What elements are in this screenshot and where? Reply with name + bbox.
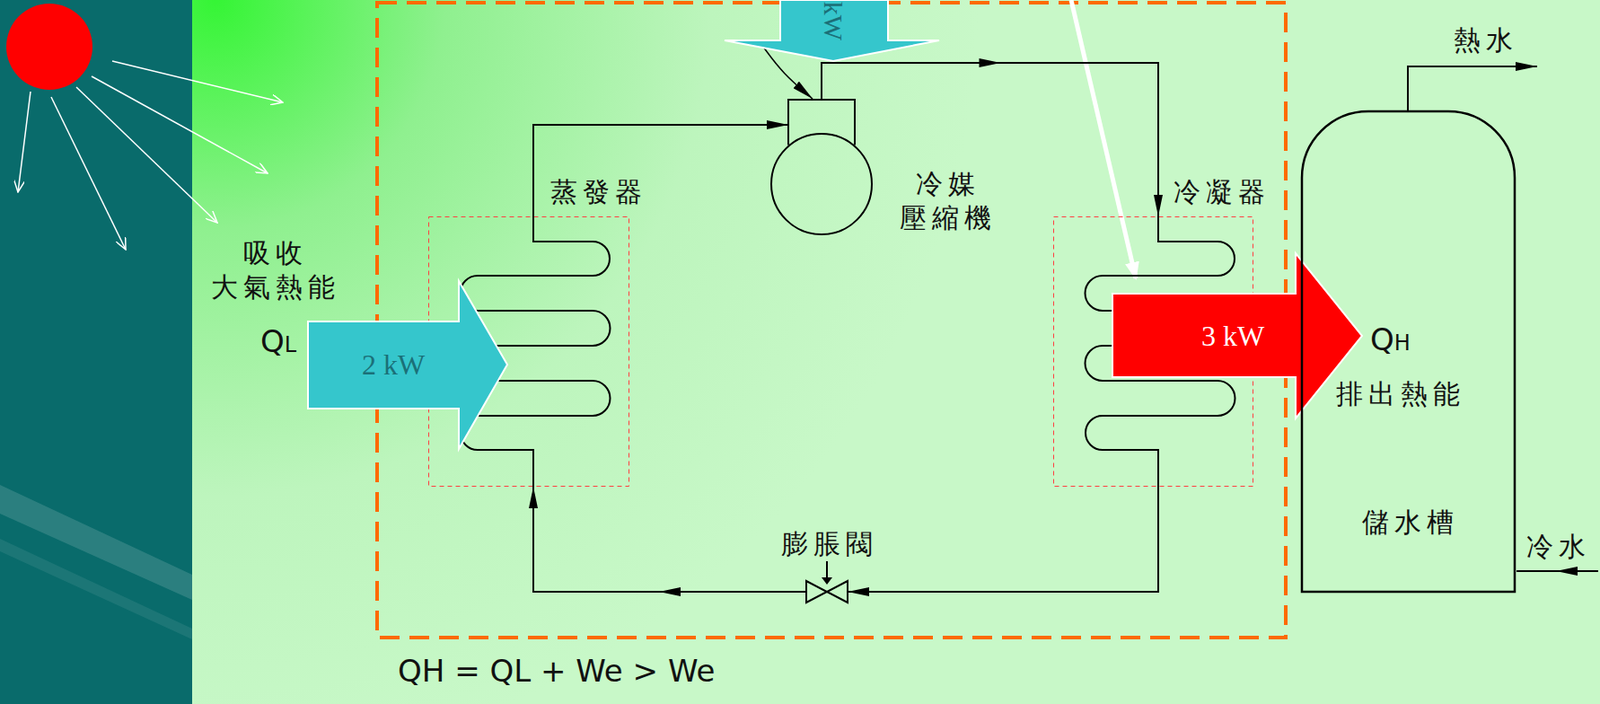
node-text: 3 kW [1201, 320, 1265, 352]
heat-out-arrow [1112, 253, 1363, 419]
refrigerant-pipe [533, 124, 789, 217]
heat-out-arrow: 3 kW [1112, 253, 1363, 419]
node-text: 冷凝器 [1173, 175, 1271, 210]
sun-rays [17, 61, 283, 250]
valve-stem-head [821, 577, 833, 585]
valve-symbol [806, 580, 827, 603]
compressor-neck [788, 99, 855, 146]
note: 吸收 大氣熱能 [199, 236, 352, 304]
refrigerant-pipe [821, 62, 1159, 217]
node-text: 2 kW [361, 349, 425, 381]
work-arrow: kW [724, 0, 940, 62]
node-text: 儲水槽 [1362, 505, 1460, 540]
compressor: 冷媒 壓縮機 [770, 98, 873, 236]
symbol: QL [260, 323, 297, 361]
compressor-body [771, 133, 872, 235]
node-text: 膨脹閥 [781, 527, 879, 562]
compressor-shape [770, 98, 873, 236]
storage-tank [1301, 111, 1515, 592]
band-streak [0, 538, 193, 640]
pipe-label: 冷水 [1526, 529, 1592, 564]
pipe-label: 熱水 [1453, 23, 1519, 58]
heat-in-arrow [307, 281, 508, 449]
flow-arrow [659, 587, 681, 597]
node-text: 蒸發器 [550, 175, 648, 210]
pointer-line [1071, 0, 1136, 279]
expansion-valve: 膨脹閥 [772, 525, 885, 613]
note: 排出熱能 [1336, 377, 1466, 412]
band-streak [0, 484, 193, 600]
refrigerant-pipe [533, 486, 807, 592]
hot-water-pipe [1407, 66, 1538, 111]
formula: QH = QL + We > We [397, 652, 715, 690]
refrigerant-pipe [847, 486, 1159, 592]
heat-in-arrow: 2 kW [307, 281, 508, 449]
flow-arrow [979, 58, 1002, 68]
work-input-arrow [724, 0, 940, 62]
symbol: QH [1370, 321, 1411, 359]
sun [6, 3, 93, 90]
cold-water-arrow [1556, 566, 1578, 576]
node-text: kW [818, 0, 849, 40]
valve-symbol [826, 580, 848, 603]
node-text: 冷媒 壓縮機 [897, 167, 999, 235]
